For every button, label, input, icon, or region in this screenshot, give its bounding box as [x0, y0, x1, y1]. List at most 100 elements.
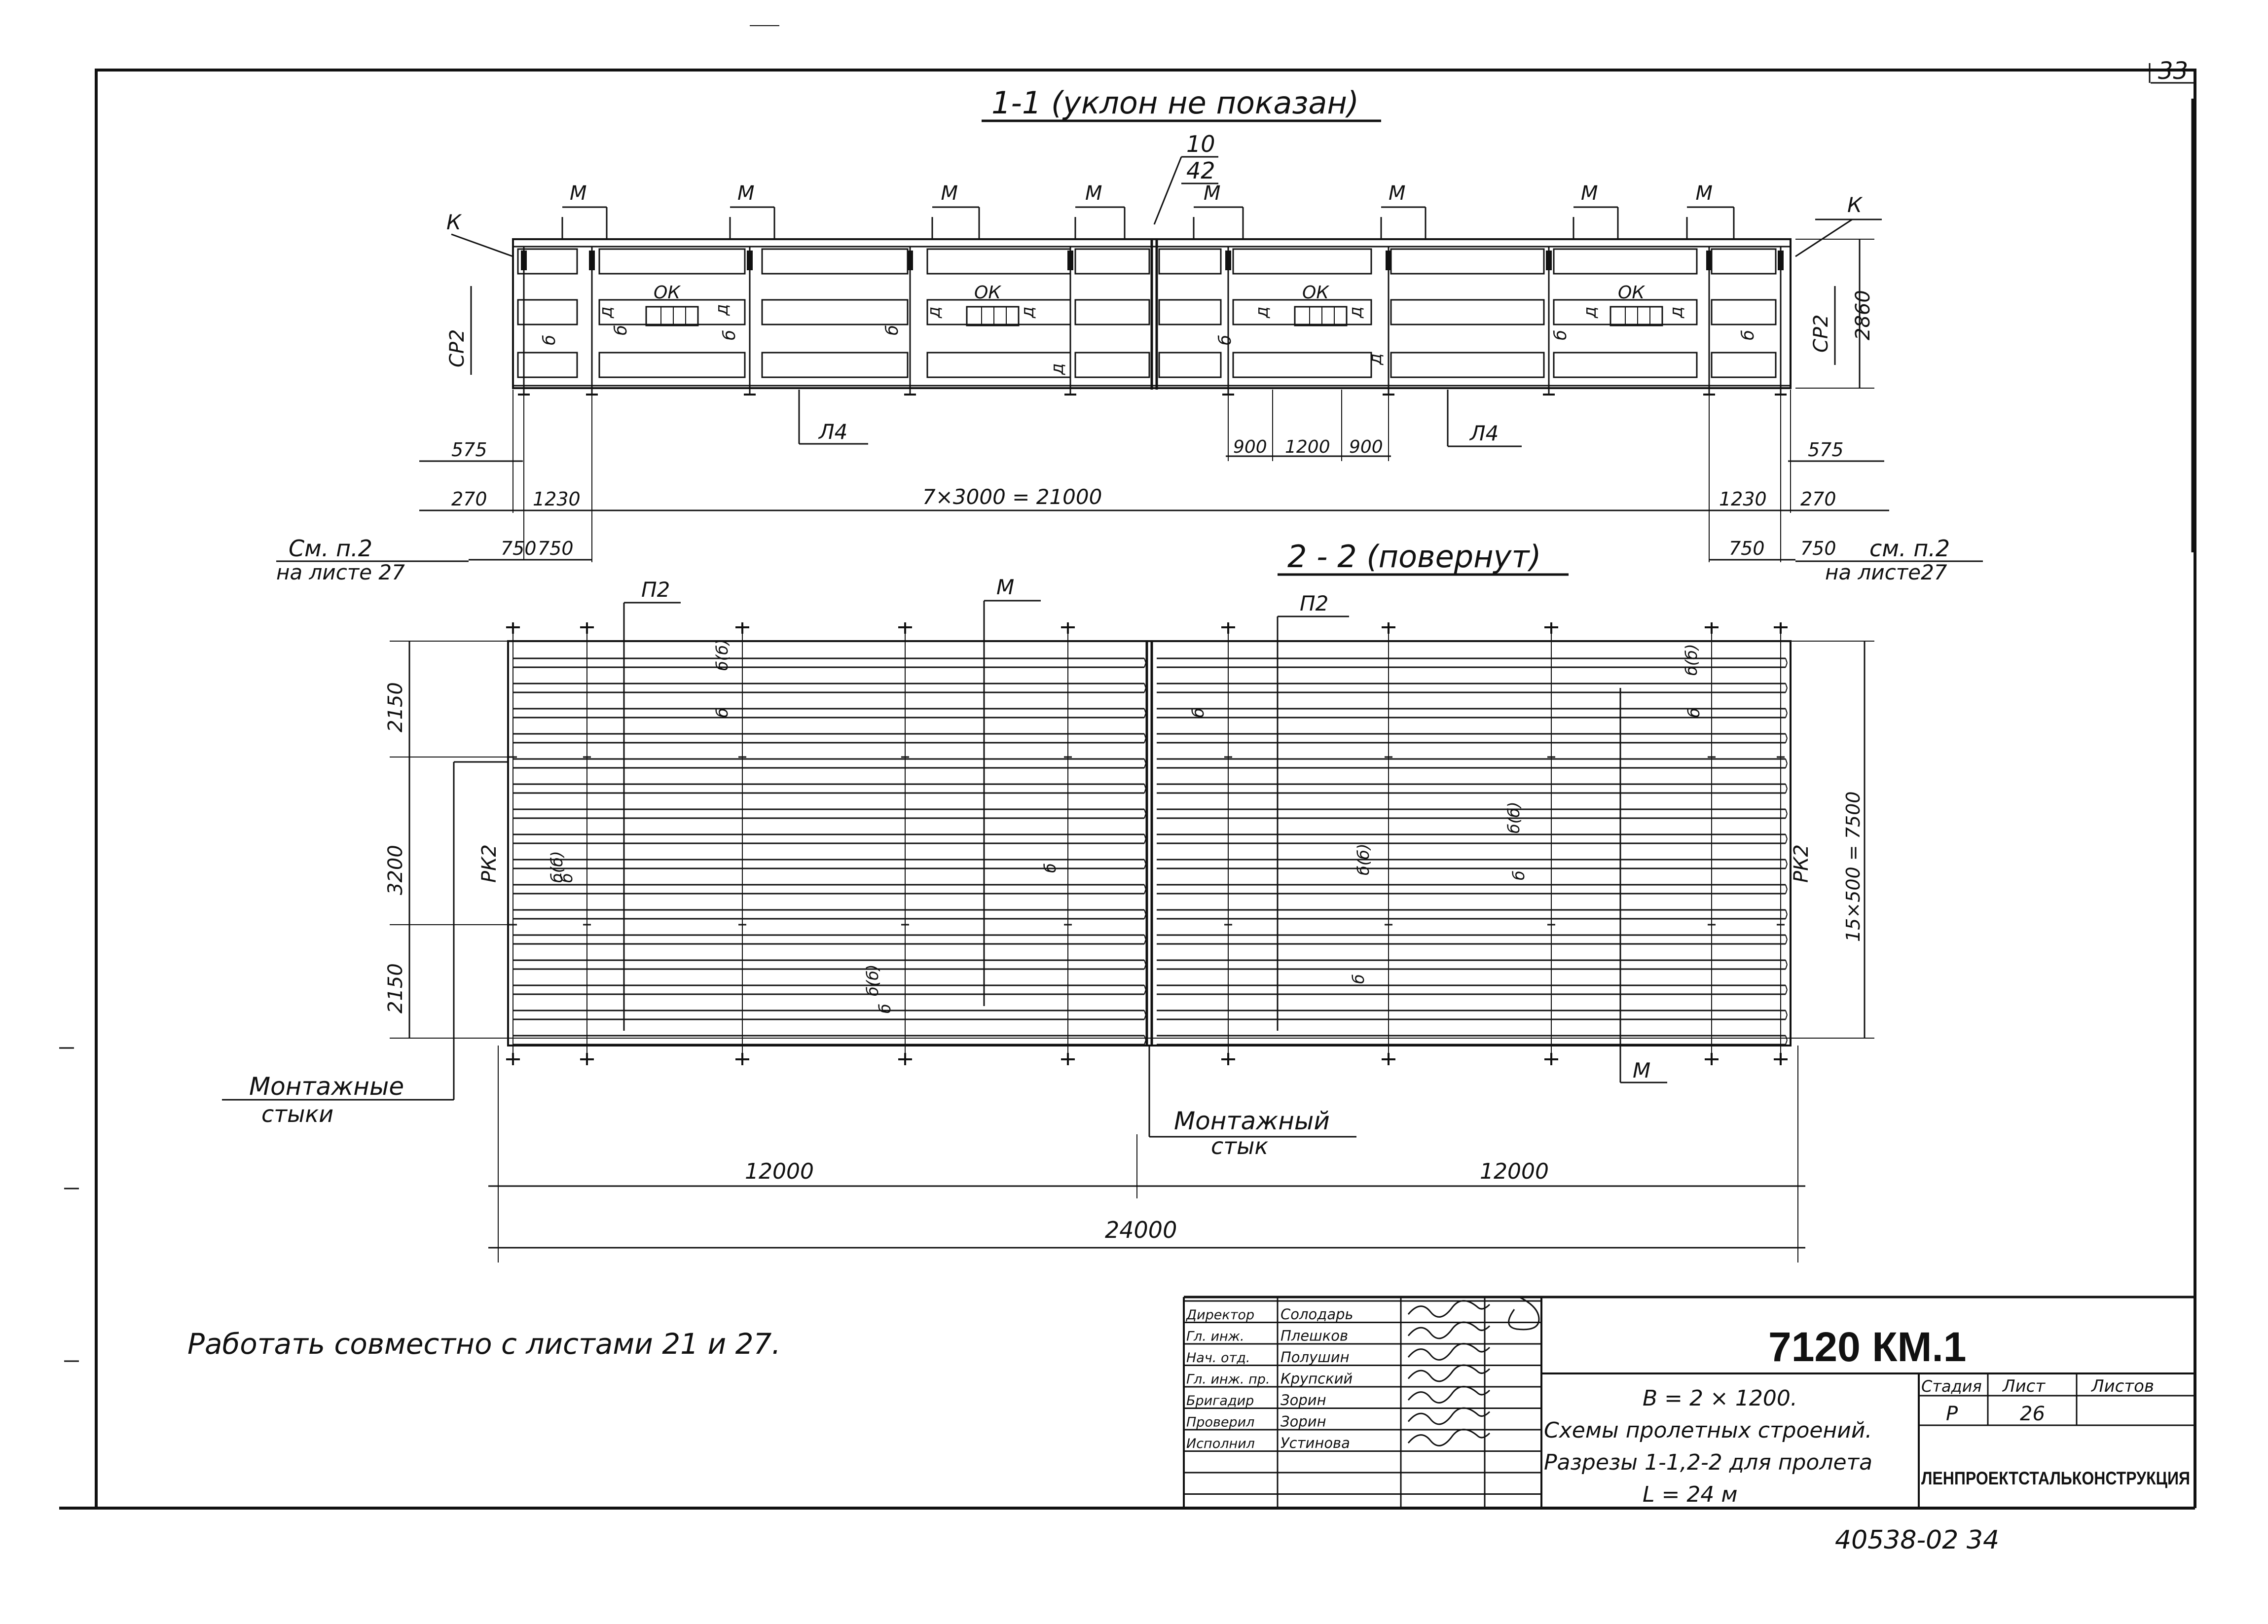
beam-end — [1144, 813, 1146, 819]
title-block-role: Нач. отд. — [1186, 1350, 1250, 1366]
truss-2-2-beams — [513, 657, 1788, 1046]
beam-end — [1785, 935, 1788, 940]
beam-end — [1144, 788, 1146, 794]
signature — [1407, 1321, 1491, 1339]
joint-left-line1: Монтажные — [249, 1072, 404, 1101]
mark-mark_d: д — [1252, 306, 1272, 319]
panel-beam — [598, 299, 746, 325]
beam-end — [1144, 960, 1146, 965]
description-line4: L = 24 м — [1643, 1482, 1738, 1507]
mark-mark_b: б — [1189, 708, 1207, 718]
beam-end — [1144, 884, 1146, 890]
title-block-name: Крупский — [1280, 1371, 1353, 1387]
beam-end — [1785, 1040, 1788, 1045]
section-2-2-title: 2 - 2 (повернут) — [1287, 539, 1541, 575]
mark-mark_d: д — [1580, 306, 1600, 319]
mark-m: М — [941, 182, 958, 205]
panel-beam — [761, 352, 909, 378]
mark-p2-left: П2 — [641, 577, 670, 602]
dim-1230-right: 1230 — [1719, 488, 1767, 510]
title-block-name: Солодарь — [1280, 1306, 1353, 1323]
ok-box — [1294, 306, 1348, 326]
mark-mark_bb: б(б) — [1682, 644, 1701, 676]
mark-m-bottom: М — [1633, 1058, 1650, 1083]
title-block-role: Исполнил — [1186, 1436, 1255, 1451]
beam-end — [1144, 662, 1146, 668]
post-clip — [747, 251, 753, 270]
description-line1: В = 2 × 1200. — [1643, 1386, 1797, 1411]
signature — [1407, 1343, 1491, 1361]
mark-ok: ОК — [974, 283, 1001, 303]
beam-end — [1785, 683, 1788, 688]
dim-left-top: 2150 — [384, 682, 407, 732]
document-code: 7120 КМ.1 — [1768, 1324, 1967, 1370]
height-dimension: 2860 — [1852, 290, 1874, 340]
beam-end — [1785, 1010, 1788, 1015]
beam-end — [1144, 1014, 1146, 1020]
beam-end — [1144, 809, 1146, 814]
beam-end — [1785, 713, 1788, 718]
dim-270-left: 270 — [451, 488, 487, 510]
mid-dim-b: 1200 — [1285, 437, 1330, 457]
mark-p2-right: П2 — [1300, 591, 1328, 615]
ok-box — [1610, 306, 1663, 326]
beam-end — [1785, 859, 1788, 865]
beam-end — [1785, 763, 1788, 768]
mark-m: М — [737, 182, 755, 205]
section-1-1-title: 1-1 (уклон не показан) — [991, 85, 1359, 121]
sheet-note: Работать совместно с листами 21 и 27. — [187, 1327, 781, 1361]
signature — [1407, 1429, 1491, 1446]
beam-end — [1785, 834, 1788, 839]
mark-mark_b: б — [713, 708, 732, 718]
post-clip — [1546, 251, 1552, 270]
beam-end — [1144, 784, 1146, 789]
ref-right-upper: см. п.2 — [1869, 535, 1950, 562]
mark-mark_b: б — [1551, 330, 1571, 340]
panel-beam — [517, 352, 578, 378]
panel-beam — [761, 248, 909, 275]
beam-end — [1785, 809, 1788, 814]
corner-page-number: 33 — [2158, 57, 2188, 85]
panel-beam — [1390, 299, 1545, 325]
beam-end — [1144, 1040, 1146, 1045]
half-span-right: 12000 — [1480, 1159, 1549, 1184]
panel-beam — [1553, 352, 1698, 378]
dim-270-right: 270 — [1800, 488, 1836, 510]
panel-beam — [517, 248, 578, 275]
mark-mark_b: б — [1684, 708, 1703, 718]
title-block-name: Зорин — [1280, 1413, 1326, 1430]
beam-end — [1785, 884, 1788, 890]
sheet-value: 26 — [2020, 1403, 2045, 1425]
mark-mark_d: д — [712, 304, 732, 316]
mark-mark_bb: б(б) — [713, 639, 732, 671]
mark-k-right: К — [1847, 193, 1863, 217]
dim-right: 15×500 = 7500 — [1842, 792, 1864, 942]
beam-end — [1144, 989, 1146, 995]
post-clip — [1225, 251, 1231, 270]
beam-end — [1144, 838, 1146, 844]
title-block-role: Проверил — [1186, 1415, 1254, 1430]
ref-right-lower: на листе27 — [1825, 560, 1947, 584]
mark-m: М — [570, 182, 587, 205]
total-span: 24000 — [1105, 1217, 1177, 1243]
ref-left-upper: См. п.2 — [289, 535, 372, 562]
beam-end — [1785, 864, 1788, 869]
mark-mark_b: б — [720, 330, 739, 340]
beam-end — [1144, 859, 1146, 865]
mark-m: М — [1581, 182, 1598, 205]
truss-1-1-panels — [517, 247, 1787, 396]
mark-m: М — [1696, 182, 1713, 205]
signature — [1407, 1386, 1491, 1404]
title-block-role: Гл. инж. — [1186, 1329, 1244, 1344]
archive-number: 40538-02 34 — [1835, 1525, 1999, 1555]
panel-beam — [926, 248, 1071, 275]
panel-beam — [1074, 299, 1150, 325]
mark-mark_b: б — [557, 873, 576, 883]
beam-end — [1785, 909, 1788, 915]
span-dimension: 7×3000 = 21000 — [922, 485, 1102, 509]
post-clip — [521, 251, 527, 270]
truss-2-2-marks: б(б)бб(б)ббб(б)ббб(б)б(б)ббб(б)б — [548, 639, 1703, 1013]
